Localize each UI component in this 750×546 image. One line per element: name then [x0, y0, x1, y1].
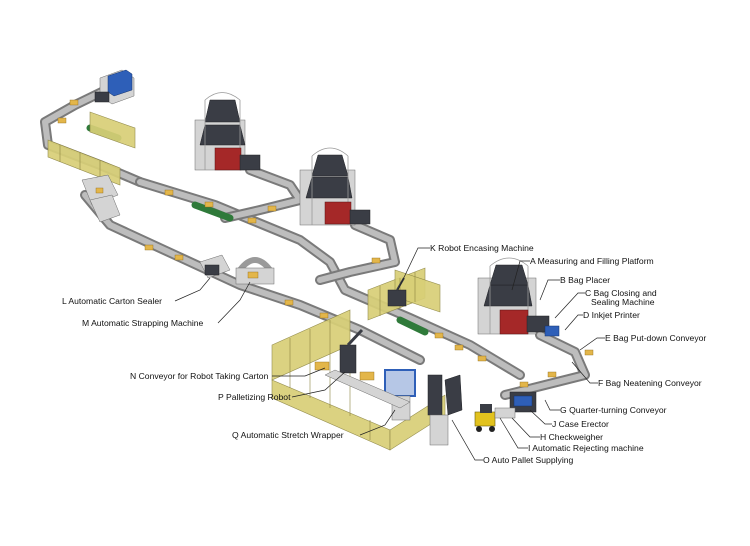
carton-sealer-machine [199, 254, 231, 279]
label-o: O Auto Pallet Supplying [483, 455, 574, 465]
filling-station-2 [299, 147, 371, 226]
conveyor-network [40, 83, 590, 400]
label-c-line2: Sealing Machine [591, 297, 655, 307]
label-a: A Measuring and Filling Platform [530, 256, 654, 266]
label-k: K Robot Encasing Machine [430, 243, 534, 253]
checkweigher [494, 407, 516, 419]
label-q: Q Automatic Stretch Wrapper [232, 430, 344, 440]
top-left-machine [94, 69, 135, 105]
case-erector [509, 391, 537, 413]
left-lift [81, 174, 121, 223]
palletizing-robot [314, 328, 375, 381]
label-c-line1: C Bag Closing and [585, 288, 657, 298]
label-j: J Case Erector [552, 419, 609, 429]
label-l: L Automatic Carton Sealer [62, 296, 162, 306]
pallet-conveyor [324, 369, 411, 409]
strapping-machine [235, 257, 275, 285]
forklift [474, 404, 496, 432]
label-d: D Inkjet Printer [583, 310, 640, 320]
label-i: I Automatic Rejecting machine [528, 443, 644, 453]
filling-station-1 [194, 92, 261, 171]
callout-labels: A Measuring and Filling Platform B Bag P… [62, 243, 706, 465]
label-m: M Automatic Strapping Machine [82, 318, 204, 328]
label-e: E Bag Put-down Conveyor [605, 333, 706, 343]
label-g: G Quarter-turning Conveyor [560, 405, 667, 415]
label-h: H Checkweigher [540, 432, 603, 442]
label-b: B Bag Placer [560, 275, 610, 285]
label-n: N Conveyor for Robot Taking Carton [130, 371, 269, 381]
label-p: P Palletizing Robot [218, 392, 291, 402]
auto-pallet-supplying [427, 374, 463, 446]
cartons [57, 99, 594, 388]
left-fence-upper [47, 111, 136, 186]
filling-station-3 [477, 257, 560, 337]
label-f: F Bag Neatening Conveyor [598, 378, 702, 388]
robot-encasing-cell [367, 267, 441, 321]
leader-lines [174, 247, 605, 461]
